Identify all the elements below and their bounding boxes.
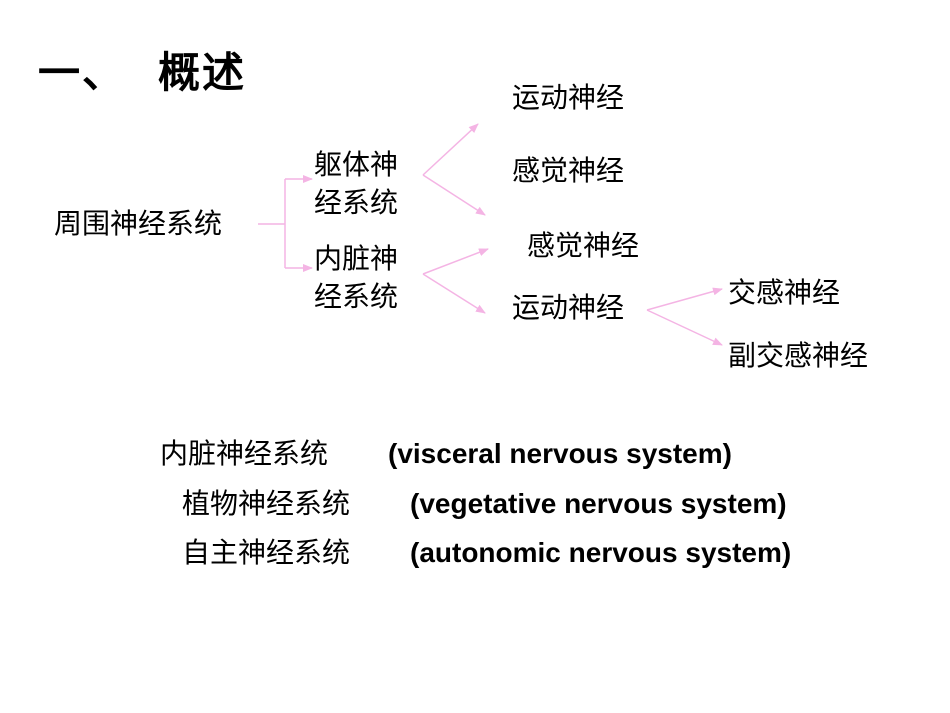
node-visceral-sensory: 感觉神经 [527,229,640,262]
arrow-motor-parasympathetic [646,309,723,346]
node-sympathetic: 交感神经 [728,276,841,309]
term-en-visceral: (visceral nervous system) [388,438,732,469]
node-peripheral-nervous-system: 周围神经系统 [54,207,223,240]
term-en-vegetative: (vegetative nervous system) [410,488,787,519]
node-somatic-sensory: 感觉神经 [512,154,625,187]
slide-title: 概述 [158,48,247,97]
slide-title-number: 一、 [38,48,127,97]
node-visceral-line2: 经系统 [314,280,399,313]
node-somatic-nervous-system: 躯体神 经系统 [314,146,424,222]
node-parasympathetic: 副交感神经 [728,339,869,372]
arrow-visceral-motor [422,273,486,314]
term-zh-visceral: 内脏神经系统 [160,437,329,470]
node-visceral-motor: 运动神经 [512,291,625,324]
node-visceral-nervous-system: 内脏神 经系统 [314,240,424,316]
arrow-somatic-motor [422,123,479,176]
arrow-somatic-sensory [422,174,486,216]
term-zh-vegetative: 植物神经系统 [182,487,351,520]
node-somatic-line2: 经系统 [314,186,399,219]
node-somatic-motor: 运动神经 [512,81,625,114]
node-visceral-line1: 内脏神 [314,242,399,275]
term-zh-autonomic: 自主神经系统 [182,536,351,569]
term-en-autonomic: (autonomic nervous system) [410,537,792,568]
arrow-visceral-sensory [422,248,489,275]
arrow-motor-sympathetic [646,287,723,311]
node-somatic-line1: 躯体神 [314,148,399,181]
